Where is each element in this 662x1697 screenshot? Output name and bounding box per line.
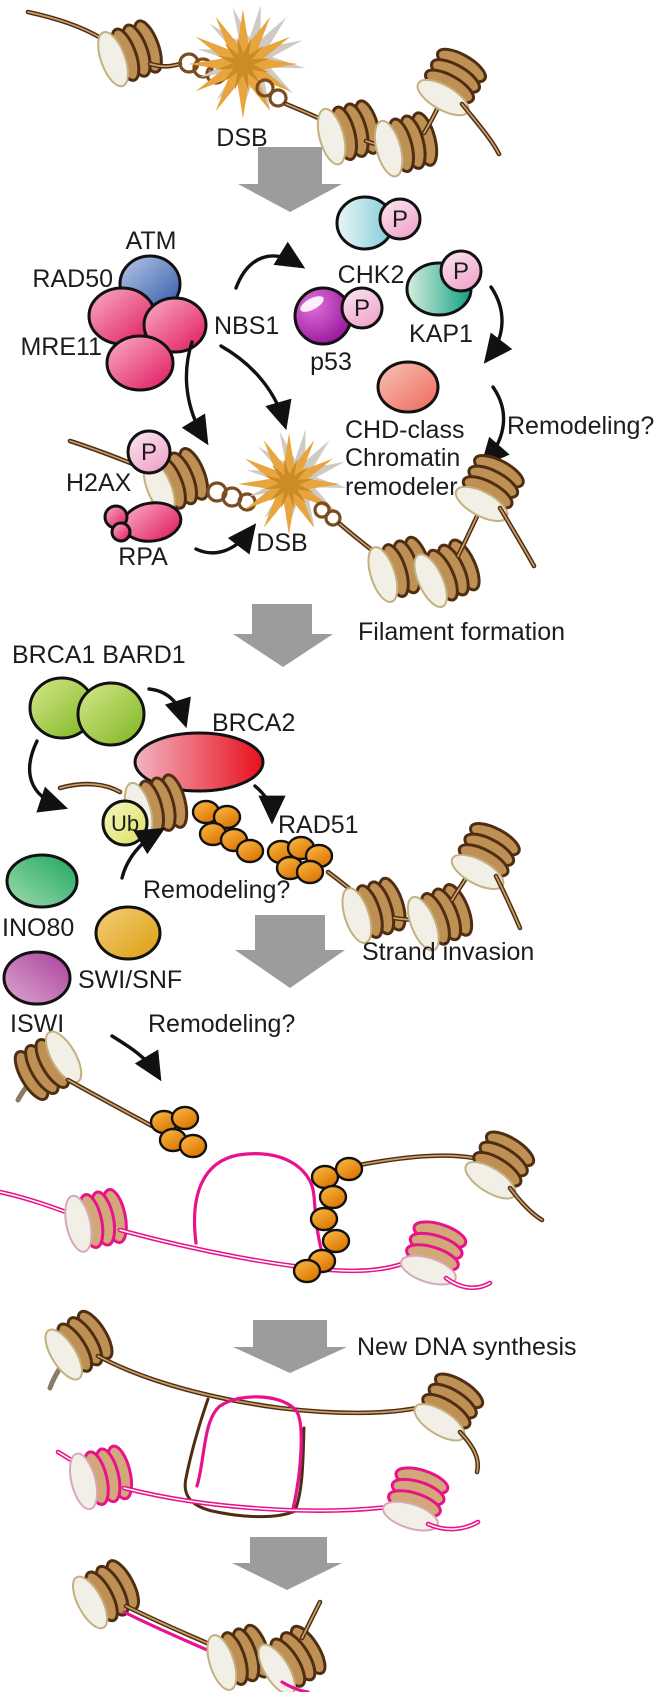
down-arrow-icon <box>235 915 345 988</box>
arrow-mrn-to-h2ax <box>181 340 209 446</box>
arrow-remodeling-3 <box>110 1034 162 1082</box>
p53-highlight <box>300 296 324 312</box>
homolog-nucleosome <box>378 1460 454 1538</box>
rad51-bead <box>321 1228 351 1254</box>
down-arrow-icon <box>238 147 342 212</box>
rad51-bead <box>318 1184 348 1210</box>
brca1-bard1-label: BRCA1 BARD1 <box>12 641 186 669</box>
chd-remodeler-label-1: CHD-class <box>345 416 464 444</box>
stage-signaling: ATM RAD50 MRE11 NBS1 P CHK2 P KAP1 P p53… <box>20 195 654 501</box>
ino80-ball <box>5 853 79 909</box>
phospho-label: P <box>141 439 157 466</box>
rad51-bead <box>309 1206 339 1232</box>
nucleosome <box>445 815 527 898</box>
ino80-label: INO80 <box>2 914 74 942</box>
arrow-rpa-to-dsb <box>194 523 257 555</box>
dsb-label-mid: DSB <box>256 529 307 557</box>
atm-label: ATM <box>126 227 177 255</box>
stage-repaired <box>64 1553 334 1697</box>
stage-invasion: Remodeling? <box>0 1010 545 1292</box>
stage-dsb-chromatin: DSB <box>25 0 502 212</box>
rad51-label: RAD51 <box>278 811 359 839</box>
nucleosome <box>410 40 493 124</box>
down-arrow-icon <box>233 1320 347 1373</box>
stage-filament: BRCA1 BARD1 BRCA2 Ub RAD51 Remodeling? <box>12 641 527 957</box>
nucleosome <box>36 1303 121 1387</box>
down-arrow-icon <box>233 604 333 667</box>
swi-snf-label: SWI/SNF <box>78 966 182 994</box>
nucleosome <box>311 95 387 169</box>
rad51-bead <box>178 1133 208 1159</box>
phospho-label: P <box>392 206 408 233</box>
kap1-label: KAP1 <box>409 320 473 348</box>
remodeling-question-3: Remodeling? <box>148 1010 295 1038</box>
nucleosome <box>449 447 531 530</box>
arrow-remodeling-1 <box>480 385 510 468</box>
nucleosome <box>458 1123 542 1208</box>
d-loop-extended <box>195 1395 303 1511</box>
arrow-kap1-down <box>483 285 513 364</box>
step-strand-invasion: Strand invasion <box>362 938 534 966</box>
homolog-nucleosome <box>59 1184 133 1256</box>
chd-remodeler-label-3: remodeler <box>345 473 458 501</box>
arrow-mrn-to-chk2 <box>234 241 306 290</box>
phospho-badge <box>439 249 483 293</box>
brca2-label: BRCA2 <box>212 709 295 737</box>
arrow-mrn-to-dsb <box>219 344 292 431</box>
step-new-dna-synthesis: New DNA synthesis <box>357 1333 577 1361</box>
rad51-bead <box>170 1105 200 1131</box>
phospho-badge <box>340 286 384 330</box>
p53-label: p53 <box>310 348 352 376</box>
swi-snf-ball <box>94 905 162 961</box>
iswi-ball <box>2 950 72 1006</box>
nucleosome <box>90 14 169 92</box>
homolog-nucleosome <box>396 1214 472 1292</box>
phospho-badge <box>378 197 422 241</box>
rad51-bead <box>295 859 325 885</box>
arrow-to-brca2 <box>147 687 191 729</box>
stage-synthesis <box>36 1303 491 1538</box>
rad51-bead <box>334 1156 364 1182</box>
chd-remodeler-label-2: Chromatin <box>345 444 460 472</box>
nucleosome <box>64 1553 147 1635</box>
rad50-label: RAD50 <box>32 265 113 293</box>
mre11-ball <box>105 334 175 392</box>
nucleosome <box>407 1365 491 1450</box>
remodeler-legend: INO80 SWI/SNF ISWI <box>2 853 182 1038</box>
rad51-bead <box>235 838 265 864</box>
ubiquitin-label: Ub <box>111 811 139 836</box>
nucleosome <box>249 1618 334 1697</box>
arrow-brca1-to-ub <box>27 739 69 813</box>
chd-remodeler-ball <box>376 360 440 414</box>
chk2-label: CHK2 <box>338 261 405 289</box>
phospho-label: P <box>453 258 469 285</box>
stage-resection: P H2AX RPA DSB <box>66 420 537 614</box>
h2ax-label: H2AX <box>66 469 132 497</box>
phospho-badge <box>126 429 172 475</box>
arrow-remodeling-2 <box>120 827 166 880</box>
homolog-nucleosome <box>63 1440 139 1514</box>
invading-strand <box>183 1397 306 1519</box>
nbs1-label: NBS1 <box>214 312 279 340</box>
nbs1-ball <box>142 296 208 354</box>
remodeling-question-2: Remodeling? <box>143 876 290 904</box>
arrow-brca2-to-rad51 <box>253 784 286 825</box>
bard1-ball <box>76 681 146 747</box>
mre11-label: MRE11 <box>20 333 102 361</box>
rpa-ball-small <box>110 521 132 543</box>
down-arrow-icon <box>232 1537 342 1590</box>
rpa-label: RPA <box>118 543 168 571</box>
rad51-bead <box>310 1164 340 1190</box>
d-loop <box>192 1152 326 1260</box>
phospho-label: P <box>354 295 370 322</box>
remodeling-question-1: Remodeling? <box>507 412 654 440</box>
rad51-bead <box>212 804 242 830</box>
rad51-bead <box>292 1258 322 1284</box>
step-filament-formation: Filament formation <box>358 618 565 646</box>
